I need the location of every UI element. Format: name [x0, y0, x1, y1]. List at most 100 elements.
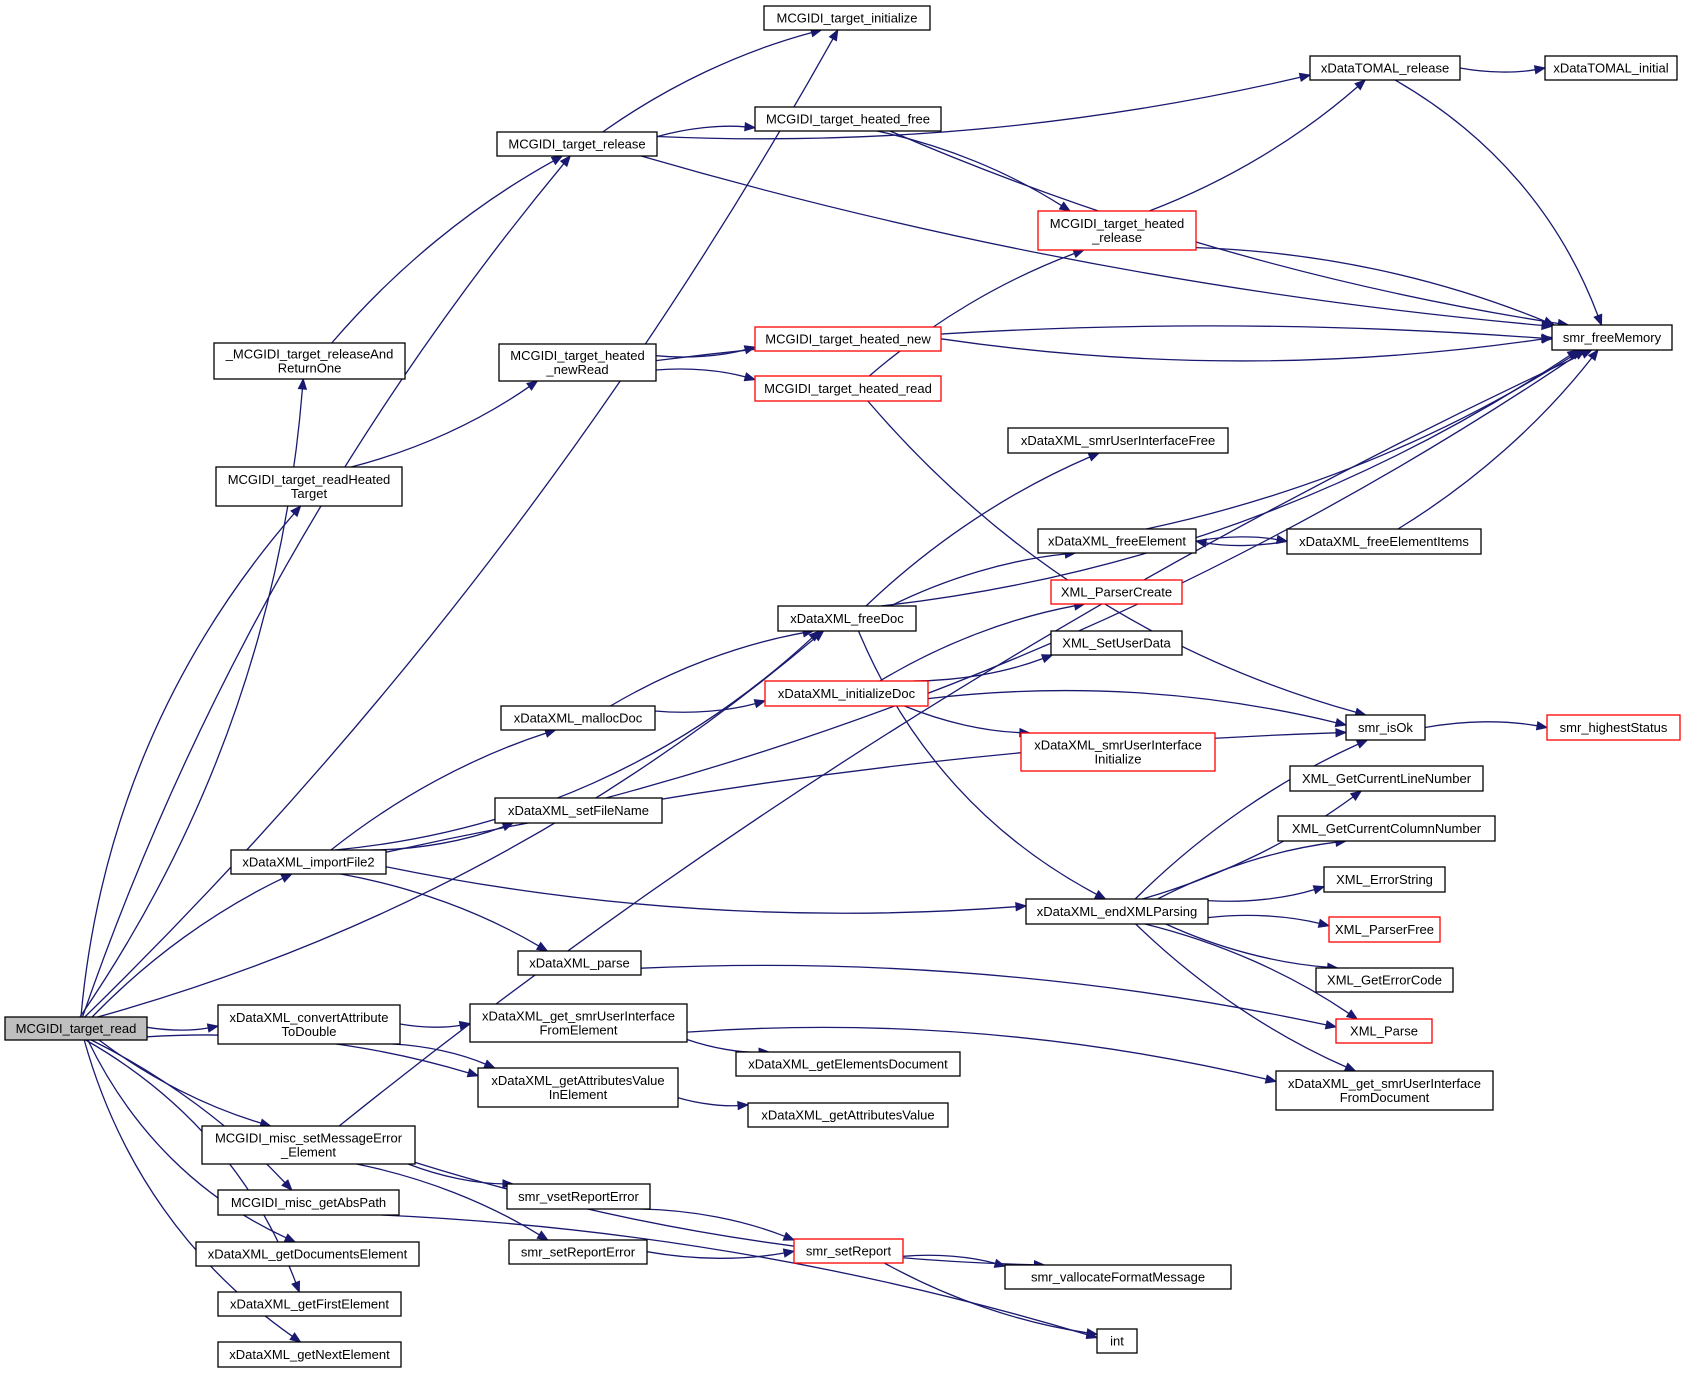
node-freeElementItems[interactable]: xDataXML_freeElementItems — [1286, 528, 1482, 555]
node-label: xDataXML_getAttributesValue — [491, 1073, 664, 1088]
node-box — [1328, 916, 1441, 943]
edge-arrowhead — [1058, 201, 1072, 212]
node-label: xDataXML_parse — [529, 956, 629, 971]
edge-arrowhead — [1324, 1020, 1338, 1030]
edge-arrowhead — [1087, 452, 1101, 462]
edge-endParse-to-parserFree — [1207, 914, 1331, 928]
node-label: _release — [1091, 230, 1142, 245]
node-tomalRelease[interactable]: xDataTOMAL_release — [1309, 55, 1461, 81]
node-errStr[interactable]: XML_ErrorString — [1323, 866, 1446, 893]
node-colNum[interactable]: XML_GetCurrentColumnNumber — [1277, 815, 1496, 842]
node-getAttr[interactable]: xDataXML_getAttributesValue — [747, 1102, 949, 1128]
node-heatedNewRead[interactable]: MCGIDI_target_heated_newRead — [498, 343, 657, 382]
node-box — [1315, 967, 1454, 993]
node-xmlParse[interactable]: XML_Parse — [1335, 1018, 1433, 1044]
edge-arrowhead — [1094, 889, 1107, 900]
node-label: xDataXML_mallocDoc — [514, 711, 643, 726]
node-nextElem[interactable]: xDataXML_getNextElement — [217, 1341, 402, 1368]
node-valloc[interactable]: smr_vallocateFormatMessage — [1004, 1264, 1232, 1290]
edge-line — [879, 605, 1075, 682]
node-label: smr_vallocateFormatMessage — [1031, 1270, 1205, 1285]
edge-line — [640, 1208, 785, 1237]
node-read[interactable]: MCGIDI_target_read — [4, 1016, 148, 1041]
node-heatedNew[interactable]: MCGIDI_target_heated_new — [754, 326, 942, 352]
node-freeElement[interactable]: xDataXML_freeElement — [1037, 528, 1197, 554]
node-box — [754, 106, 942, 132]
edge-line — [641, 155, 1543, 327]
node-vset[interactable]: smr_vsetReportError — [506, 1183, 651, 1210]
node-heatedRelease[interactable]: MCGIDI_target_heated_release — [1037, 210, 1197, 251]
node-freeMemory[interactable]: smr_freeMemory — [1551, 324, 1673, 351]
node-setMsgErr[interactable]: MCGIDI_misc_setMessageError_Element — [201, 1125, 416, 1165]
node-init[interactable]: MCGIDI_target_initialize — [763, 5, 931, 31]
node-label: smr_setReport — [806, 1244, 892, 1259]
node-lineNum[interactable]: XML_GetCurrentLineNumber — [1289, 765, 1484, 792]
node-label: int — [1110, 1334, 1124, 1349]
edge-line — [381, 1214, 1088, 1336]
node-label: XML_GetCurrentLineNumber — [1302, 771, 1472, 786]
edge-heatedNewRead-to-heatedRead — [655, 368, 757, 382]
node-parserCreate[interactable]: XML_ParserCreate — [1050, 579, 1183, 605]
node-heatedFree[interactable]: MCGIDI_target_heated_free — [754, 106, 942, 132]
node-heatedRead[interactable]: MCGIDI_target_heated_read — [754, 375, 942, 402]
node-isOk[interactable]: smr_isOk — [1345, 714, 1426, 741]
node-release[interactable]: MCGIDI_target_release — [496, 131, 658, 157]
node-parse[interactable]: xDataXML_parse — [517, 950, 642, 976]
node-box — [735, 1051, 961, 1077]
node-box — [1335, 1018, 1433, 1044]
node-setFileName[interactable]: xDataXML_setFileName — [494, 797, 663, 824]
edge-line — [1394, 79, 1599, 316]
edge-relAnd-to-release — [331, 155, 564, 344]
node-label: XML_ParserCreate — [1061, 585, 1172, 600]
node-parserFree[interactable]: XML_ParserFree — [1328, 916, 1441, 943]
edge-line — [1148, 86, 1359, 212]
node-setReport[interactable]: smr_setReport — [793, 1238, 904, 1264]
edge-line — [334, 637, 813, 851]
node-setUserData[interactable]: XML_SetUserData — [1050, 630, 1183, 656]
node-setReportErr[interactable]: smr_setReportError — [508, 1239, 648, 1265]
edge-line — [146, 1026, 209, 1031]
node-highest[interactable]: smr_highestStatus — [1546, 714, 1681, 741]
edge-read-to-convAttr — [146, 1023, 220, 1033]
node-absPath[interactable]: MCGIDI_misc_getAbsPath — [217, 1189, 400, 1216]
node-label: smr_highestStatus — [1560, 720, 1668, 735]
edge-line — [677, 1097, 739, 1107]
node-label: XML_SetUserData — [1062, 636, 1171, 651]
edge-tomalRelease-to-tomalInitial — [1459, 65, 1547, 75]
node-getDocsElem[interactable]: xDataXML_getDocumentsElement — [195, 1241, 420, 1267]
node-freeDoc[interactable]: xDataXML_freeDoc — [777, 605, 917, 632]
node-tomalInitial[interactable]: xDataTOMAL_initial — [1544, 55, 1678, 81]
node-mallocDoc[interactable]: xDataXML_mallocDoc — [500, 705, 656, 731]
node-label: ReturnOne — [278, 361, 342, 376]
node-uiFree[interactable]: xDataXML_smrUserInterfaceFree — [1007, 427, 1229, 454]
node-firstElem[interactable]: xDataXML_getFirstElement — [217, 1291, 402, 1317]
node-int[interactable]: int — [1096, 1328, 1138, 1354]
node-getUIDoc[interactable]: xDataXML_get_smrUserInterfaceFromDocumen… — [1275, 1070, 1494, 1111]
edge-arrowhead — [1085, 1330, 1099, 1340]
edge-getUIElem-to-getUIDoc — [686, 1026, 1278, 1084]
node-import[interactable]: xDataXML_importFile2 — [230, 849, 387, 875]
node-initDoc[interactable]: xDataXML_initializeDoc — [764, 680, 929, 707]
edge-line — [865, 456, 1091, 607]
node-label: MCGIDI_target_readHeated — [228, 472, 391, 487]
edge-line — [883, 1262, 1088, 1334]
node-label: xDataXML_setFileName — [508, 803, 649, 818]
node-label: MCGIDI_misc_setMessageError — [215, 1131, 403, 1146]
node-endParse[interactable]: xDataXML_endXMLParsing — [1025, 898, 1209, 925]
edge-read-to-init — [84, 28, 839, 1018]
node-getElemDoc[interactable]: xDataXML_getElementsDocument — [735, 1051, 961, 1077]
edge-arrowhead — [1533, 65, 1547, 75]
edge-line — [98, 1039, 262, 1124]
node-box — [494, 797, 663, 824]
edge-line — [655, 349, 746, 358]
node-errCode[interactable]: XML_GetErrorCode — [1315, 967, 1454, 993]
node-box — [754, 326, 942, 352]
node-label: Initialize — [1095, 752, 1142, 767]
edge-arrowhead — [744, 122, 757, 132]
